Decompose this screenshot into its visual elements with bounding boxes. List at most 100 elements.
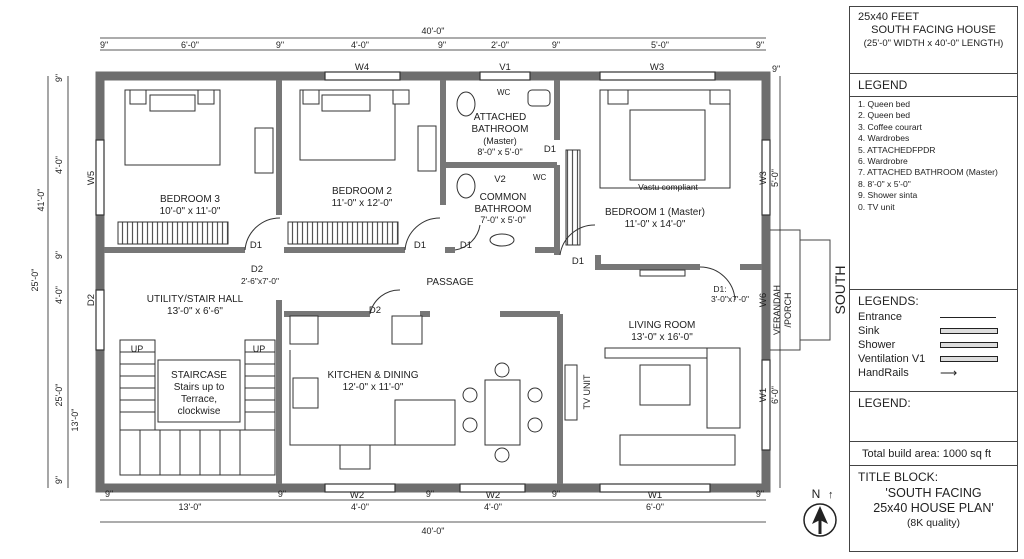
dim-top: 9" [438, 40, 446, 50]
symbol-label: Ventilation V1 [858, 353, 926, 365]
room-name: PASSAGE [426, 277, 473, 288]
window-label: W1 [648, 490, 662, 501]
room-size: 8'-0" x 5'-0" [477, 147, 522, 157]
room-size: 11'-0" x 14'-0" [625, 219, 686, 230]
dim-top: 2'-0" [491, 40, 509, 50]
window-label: W5 [86, 171, 97, 185]
dim-right: 5'-0" [770, 169, 780, 187]
symbol-row: Sink [850, 324, 1017, 338]
windows [95, 71, 771, 493]
dim-left: 4'-0" [54, 286, 64, 304]
room-name: STAIRCASE [171, 370, 227, 381]
dim-left: 9" [54, 74, 64, 82]
staircase-drawing [119, 339, 276, 476]
room-name: (Master) [483, 136, 517, 146]
dim-bottom: 13'-0" [179, 502, 202, 512]
wc-label: WC [497, 88, 511, 97]
dim-left: 9" [54, 476, 64, 484]
door-label: D1 [460, 240, 472, 251]
arrow-right-icon: ⟶ [940, 366, 958, 380]
dim-right: 9" [772, 64, 780, 74]
dim-top: 5'-0" [651, 40, 669, 50]
symbols-title: LEGENDS: [858, 294, 919, 308]
dim-bottom: 4'-0" [484, 502, 502, 512]
symbol-label: Entrance [858, 311, 903, 323]
total-area: Total build area: 1000 sq ft [862, 448, 992, 460]
room-size: 10'-0" x 11'-0" [160, 206, 221, 217]
legend-item: 3. Coffee courart [858, 121, 922, 132]
dim-bottom: 9" [552, 489, 560, 499]
legend-list: 1. Queen bed 2. Queen bed 3. Coffee cour… [858, 99, 1017, 213]
dim-bottom: 9" [426, 489, 434, 499]
room-name: KITCHEN & DINING [327, 370, 418, 381]
header-line: (25'-0" WIDTH x 40'-0" LENGTH) [863, 38, 1004, 49]
room-name: BEDROOM 3 [160, 194, 220, 205]
dim-top: 9" [276, 40, 284, 50]
room-size: 11'-0" x 12'-0" [332, 198, 393, 209]
window-label: V1 [499, 62, 511, 73]
room-size: 13'-0" x 6'-6" [167, 306, 223, 317]
symbol-label: Shower [858, 339, 896, 351]
door-label: D1 [572, 256, 584, 267]
dimension-lines [47, 37, 781, 523]
plan-quality: (8K quality) [906, 517, 961, 529]
legend-block: LEGEND 1. Queen bed 2. Queen bed 3. Coff… [850, 73, 1017, 289]
legend-item: 7. ATTACHED BATHROOM (Master) [858, 167, 998, 178]
dim-left: 25'-0" [54, 384, 64, 407]
legend-item: 4. Wardrobes [858, 133, 910, 144]
dim-top: 9" [756, 40, 764, 50]
window-label: W4 [355, 62, 369, 73]
legend-item: 8. 8'-0" x 5'-0" [858, 178, 911, 189]
room-labels: BEDROOM 3 10'-0" x 11'-0" BEDROOM 2 11'-… [131, 88, 848, 417]
door-note: 3'-0"x7'-0" [711, 294, 749, 304]
legend2-title: LEGEND: [858, 396, 911, 410]
window-label: W6 [758, 293, 769, 307]
north-arrow-icon: N ↑ [803, 487, 837, 537]
window-label: W3 [758, 171, 768, 185]
room-name: BATHROOM [474, 204, 531, 215]
room-size: 13'-0" x 16'-0" [631, 332, 693, 343]
room-name: BEDROOM 1 (Master) [605, 207, 705, 218]
stair-up-label: UP [131, 344, 144, 354]
title-block: TITLE BLOCK: 'SOUTH FACING 25x40 HOUSE P… [850, 465, 1017, 553]
dim-bottom: 4'-0" [351, 502, 369, 512]
plan-title-line: 'SOUTH FACING [885, 486, 982, 500]
symbol-row: Shower [850, 338, 1017, 352]
tv-unit-label: TV UNIT [582, 374, 592, 410]
plan-title-line: 25x40 HOUSE PLAN' [873, 501, 994, 515]
room-name: LIVING ROOM [629, 320, 696, 331]
dim-overall-bottom: 40'-0" [422, 526, 445, 536]
dim-left-overall2: 25'-0" [30, 269, 40, 292]
room-name: Stairs up to [174, 382, 225, 393]
dim-bottom: 9" [278, 489, 286, 499]
door-note: 2'-6"x7'-0" [241, 276, 279, 286]
header-line: 25x40 FEET [858, 11, 920, 23]
symbol-label: Sink [858, 325, 880, 337]
legend-item: 9. Shower sinta [858, 190, 918, 201]
legend-item: 1. Queen bed [858, 99, 911, 109]
room-name: BEDROOM 2 [332, 186, 392, 197]
opening-labels: W4 V1 W3 W5 D2 V2 D1 D1 D1 D1 D1 D2 2'-6… [86, 62, 769, 501]
door-label: D1 [414, 240, 426, 251]
window-label: W3 [650, 62, 664, 73]
double-line-icon [940, 342, 998, 348]
legend-item: 5. ATTACHEDFPDR [858, 144, 936, 155]
outer-walls [95, 71, 771, 493]
dim-left: 9" [54, 251, 64, 259]
dimension-labels: 40'-0" 9" 6'-0" 9" 4'-0" 9" 2'-0" 9" 5'-… [30, 26, 780, 536]
door-label: D1 [250, 240, 262, 251]
room-note: Vastu compliant [638, 182, 698, 192]
stair-up-label: UP [253, 344, 266, 354]
furniture [117, 89, 741, 470]
legend-item: 2. Queen bed [858, 110, 911, 121]
north-label: N [812, 487, 821, 501]
room-name: COMMON [480, 192, 527, 203]
symbol-row: HandRails ⟶ [850, 366, 1017, 380]
symbol-label: HandRails [858, 367, 909, 379]
room-name: UTILITY/STAIR HALL [147, 294, 244, 305]
door-label: D1 [544, 144, 556, 155]
dim-top: 9" [552, 40, 560, 50]
door-note-label: D1: [713, 284, 726, 294]
south-label: SOUTH [832, 266, 848, 315]
wc-label: WC [533, 173, 547, 182]
